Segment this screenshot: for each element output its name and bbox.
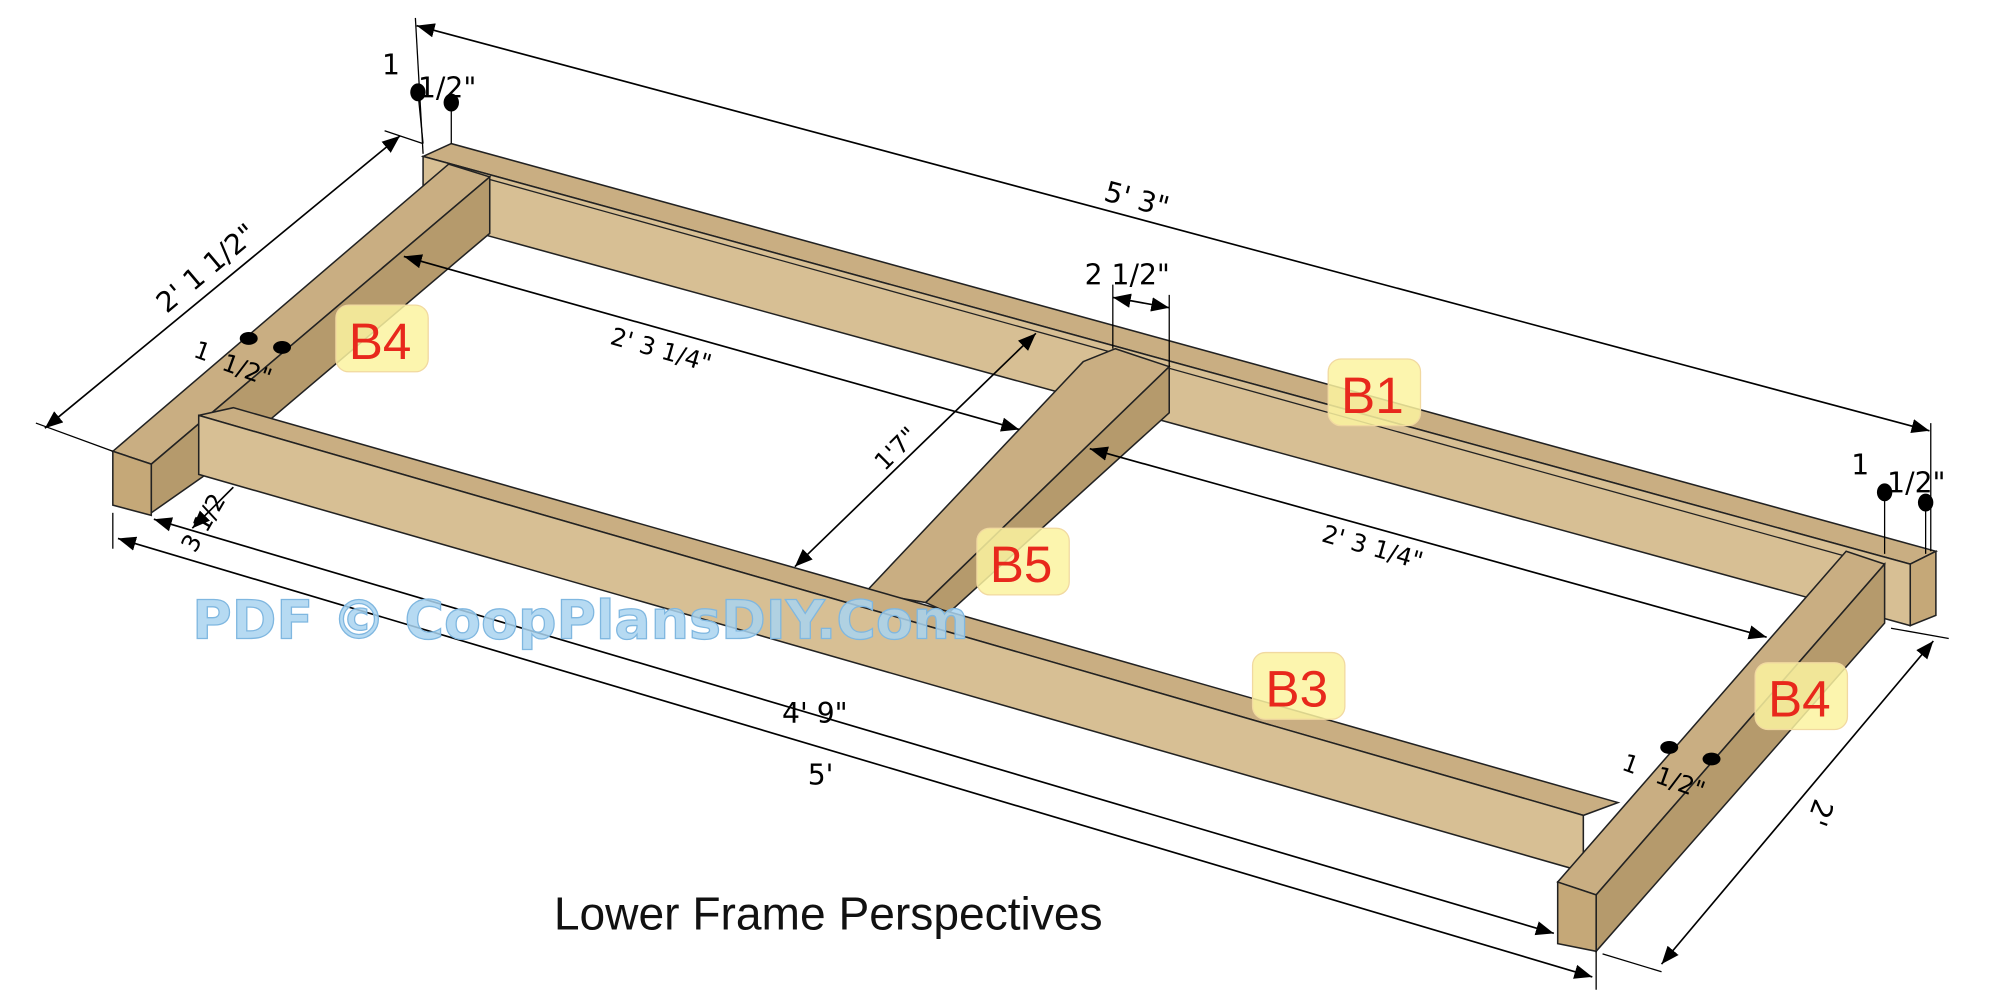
board-b4-right <box>1556 550 1886 954</box>
diagram-title: Lower Frame Perspectives <box>554 887 1103 939</box>
dimension-lines <box>35 17 1949 990</box>
part-label-b4-right-text: B4 <box>1768 671 1831 728</box>
part-label-b4-left: B4 <box>335 304 429 373</box>
part-label-b3-text: B3 <box>1265 660 1328 717</box>
dim-thickness-right-a: 1 <box>1618 748 1642 781</box>
part-label-b1: B1 <box>1327 358 1422 427</box>
dim-front-inner-length: 4' 9" <box>782 697 848 730</box>
dimension-dots <box>239 83 1934 766</box>
dim-thickness-top-right-a: 1 <box>1851 448 1869 481</box>
dim-front-overall-length: 5' <box>808 759 834 792</box>
part-label-b1-text: B1 <box>1341 367 1404 424</box>
part-label-b4-left-text: B4 <box>349 313 412 370</box>
part-label-b5: B5 <box>976 527 1070 596</box>
dim-thickness-top-right-b: 1/2" <box>1887 466 1945 499</box>
dim-inner-span-left: 2' 3 1/4" <box>607 321 715 377</box>
part-label-b5-text: B5 <box>990 536 1053 593</box>
dim-inner-depth: 1'7" <box>868 421 923 476</box>
dim-thickness-top-left-a: 1 <box>382 48 400 81</box>
dim-overall-back-length: 5' 3" <box>1101 175 1173 224</box>
dim-board-height: 3 1/2 <box>175 488 231 557</box>
dim-right-width: 2' <box>1800 795 1840 830</box>
watermark: PDF © CoopPlansDIY.Com <box>192 588 969 651</box>
dim-middle-board-width: 2 1/2" <box>1085 259 1170 292</box>
part-label-b3: B3 <box>1251 651 1346 720</box>
dim-left-width: 2' 1 1/2" <box>150 217 263 319</box>
dim-thickness-left-a: 1 <box>190 335 214 368</box>
part-label-b4-right: B4 <box>1754 662 1849 731</box>
dim-thickness-top-left-b: 1/2" <box>418 71 476 104</box>
